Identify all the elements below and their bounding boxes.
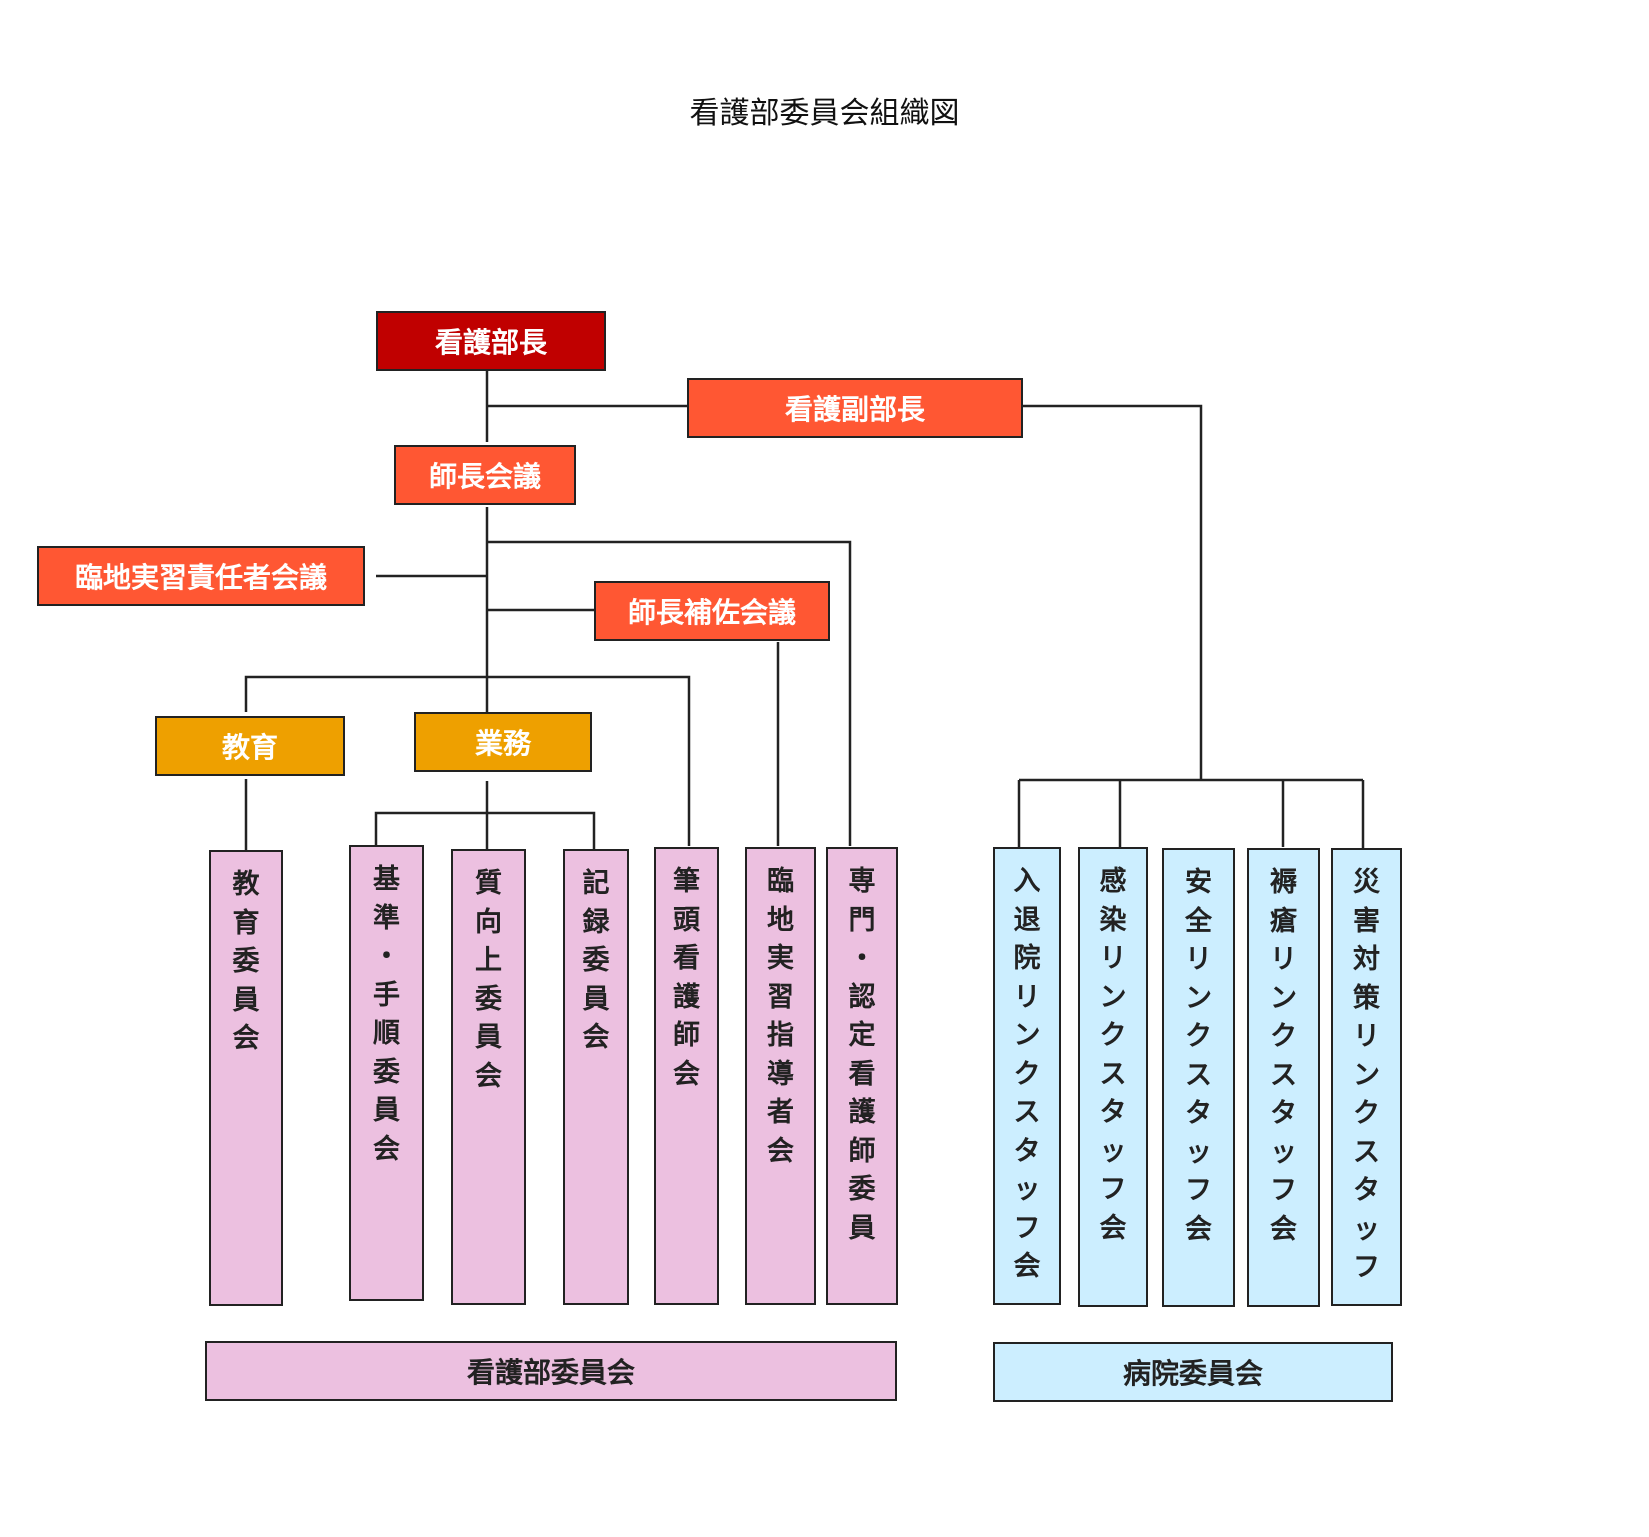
nursing-committee-label-1: 教育委員会 bbox=[232, 869, 260, 1054]
hospital-committee-footer: 病院委員会 bbox=[993, 1342, 1393, 1402]
nursing-committee-label-7: 専門・認定看護師委員 bbox=[848, 866, 876, 1244]
hospital-committee-label-3: 安全リンクスタッフ会 bbox=[1185, 867, 1212, 1245]
nursing-committee-box-2: 基準・手順委員会 bbox=[349, 845, 424, 1301]
nursing-committee-footer: 看護部委員会 bbox=[205, 1341, 897, 1401]
nursing-committee-box-6: 臨地実習指導者会 bbox=[745, 847, 816, 1305]
nursing-committee-footer-label: 看護部委員会 bbox=[466, 1356, 635, 1389]
hospital-committee-footer-label: 病院委員会 bbox=[1122, 1357, 1263, 1390]
nursing-committee-label-5: 筆頭看護師会 bbox=[673, 866, 700, 1090]
nursing-committee-box-3: 質向上委員会 bbox=[451, 849, 526, 1305]
hospital-committee-label-1: 入退院リンクスタッフ会 bbox=[1013, 866, 1041, 1282]
hospital-committee-box-4: 褥瘡リンクスタッフ会 bbox=[1247, 848, 1320, 1307]
hospital-committee-box-3: 安全リンクスタッフ会 bbox=[1162, 848, 1235, 1307]
clinical-training-meeting-box: 臨地実習責任者会議 bbox=[37, 546, 365, 606]
operations-box: 業務 bbox=[414, 712, 592, 772]
nursing-director-label: 看護部長 bbox=[434, 326, 547, 359]
hospital-committee-box-5: 災害対策リンクスタッフ bbox=[1331, 848, 1402, 1306]
nursing-committee-box-4: 記録委員会 bbox=[563, 849, 629, 1305]
education-box: 教育 bbox=[155, 716, 345, 776]
clinical-training-meeting-label: 臨地実習責任者会議 bbox=[74, 561, 327, 594]
nursing-committee-box-7: 専門・認定看護師委員 bbox=[826, 847, 898, 1305]
hospital-committee-label-2: 感染リンクスタッフ会 bbox=[1099, 866, 1127, 1244]
deputy-director-label: 看護副部長 bbox=[784, 393, 925, 426]
chief-meeting-box: 師長会議 bbox=[394, 445, 576, 505]
nursing-committee-label-3: 質向上委員会 bbox=[475, 868, 502, 1092]
nursing-committee-label-6: 臨地実習指導者会 bbox=[767, 866, 794, 1167]
education-label: 教育 bbox=[221, 731, 278, 764]
hospital-committee-label-4: 褥瘡リンクスタッフ会 bbox=[1270, 867, 1297, 1245]
hospital-committee-box-1: 入退院リンクスタッフ会 bbox=[993, 847, 1061, 1305]
nursing-committee-box-1: 教育委員会 bbox=[209, 850, 283, 1306]
assistant-chief-meeting-box: 師長補佐会議 bbox=[594, 581, 830, 641]
hospital-committee-label-5: 災害対策リンクスタッフ bbox=[1353, 867, 1380, 1283]
chief-meeting-label: 師長会議 bbox=[428, 460, 541, 493]
nursing-committee-label-4: 記録委員会 bbox=[582, 868, 610, 1053]
operations-label: 業務 bbox=[474, 727, 531, 760]
hospital-committee-box-2: 感染リンクスタッフ会 bbox=[1078, 847, 1148, 1307]
assistant-chief-meeting-label: 師長補佐会議 bbox=[627, 596, 796, 629]
nursing-committee-box-5: 筆頭看護師会 bbox=[654, 847, 719, 1305]
nursing-committee-label-2: 基準・手順委員会 bbox=[373, 864, 400, 1165]
page-title: 看護部委員会組織図 bbox=[689, 96, 960, 131]
nursing-director-box: 看護部長 bbox=[376, 311, 606, 371]
deputy-director-box: 看護副部長 bbox=[687, 378, 1023, 438]
